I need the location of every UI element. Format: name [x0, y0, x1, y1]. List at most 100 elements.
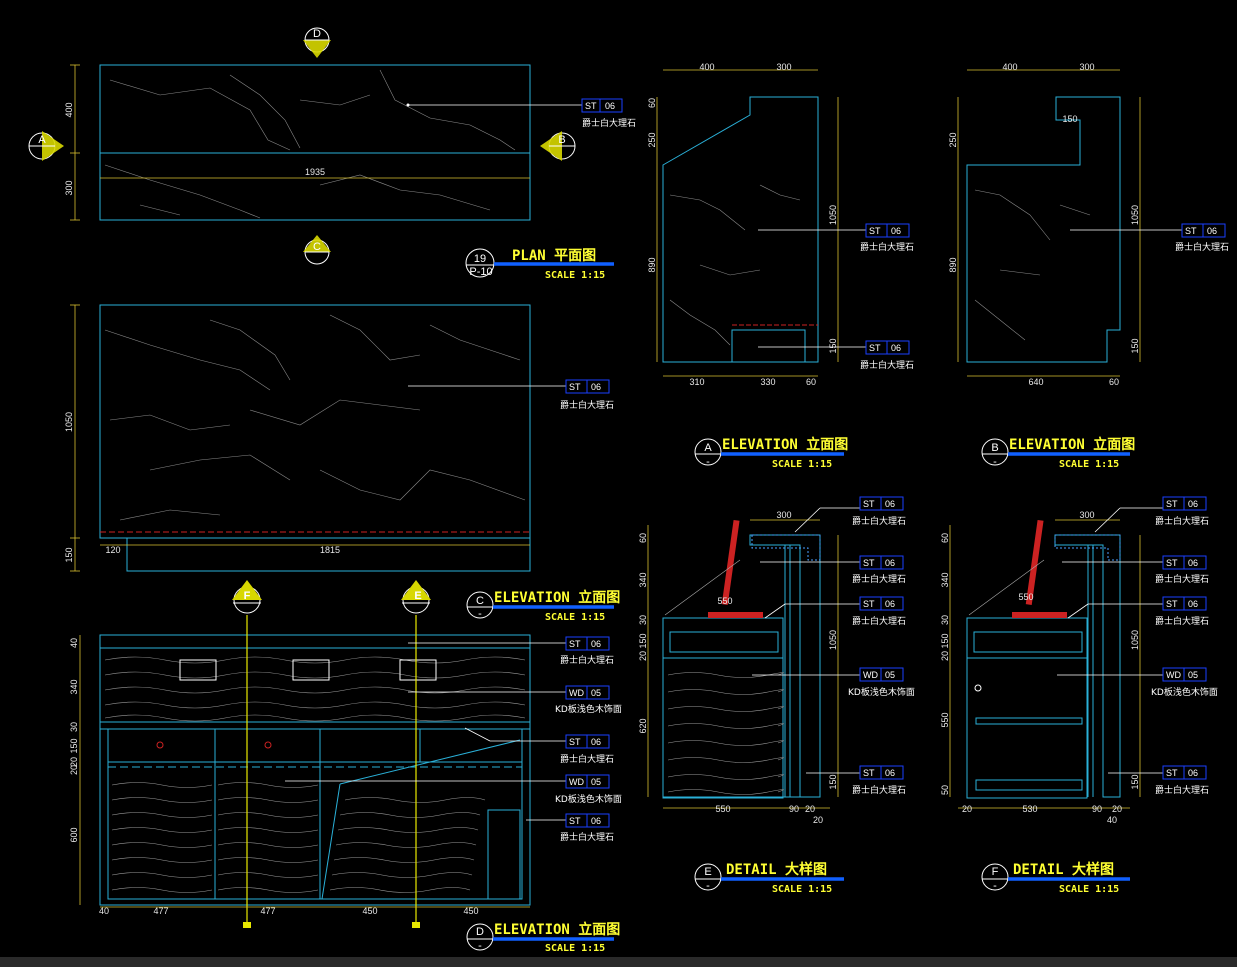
bottom-status-strip [0, 957, 1237, 967]
dim-d-10: 477 [260, 906, 275, 916]
tag-number: 06 [591, 737, 601, 747]
dim-f-7: 150 [940, 633, 950, 648]
tag-number: 05 [591, 688, 601, 698]
dim-e-9: 620 [638, 718, 648, 733]
section-marker-b-right[interactable]: B [540, 131, 576, 161]
tag-code: ST [1166, 499, 1178, 509]
marker-label: E [414, 590, 421, 602]
section-marker-a-left[interactable]: A [28, 131, 64, 161]
dim-d-6: 20 [69, 765, 79, 775]
tag-code: ST [863, 768, 875, 778]
section-marker-c-bottom[interactable]: C [303, 235, 331, 265]
dim-b-6: 890 [948, 257, 958, 272]
dim-f-5: 340 [940, 572, 950, 587]
title-text: ELEVATION 立面图 [494, 921, 620, 938]
dim-b-5: 1050 [1130, 205, 1140, 225]
tag-code: WD [863, 670, 878, 680]
material-callout: 爵士白大理石 [1175, 241, 1229, 253]
tag-number: 06 [891, 343, 901, 353]
tag-code: ST [569, 737, 581, 747]
tag-number: 05 [1188, 670, 1198, 680]
marker-label: A [38, 134, 46, 146]
detail-e-view: 300 550 1050 60 340 30 150 20 620 150 55… [638, 496, 915, 825]
material-callout: 爵士白大理石 [860, 241, 914, 253]
dim-c-length: 1815 [320, 545, 340, 555]
title-sheet: - [993, 456, 997, 468]
material-callout: 爵士白大理石 [560, 399, 614, 411]
title-sheet: - [706, 880, 710, 892]
plan-view: 400 300 1935 ST 06 爵士白大理石 [64, 64, 636, 221]
tag-code: ST [1185, 226, 1197, 236]
elevation-d-view: 40 340 30 150 20 20 600 40 477 477 450 4… [69, 615, 622, 928]
title-block-d: D - ELEVATION 立面图 SCALE 1:15 [466, 921, 620, 954]
tag-number: 05 [885, 670, 895, 680]
dim-b-2: 300 [1079, 62, 1094, 72]
title-block-e: E - DETAIL 大样图 SCALE 1:15 [694, 861, 844, 895]
title-block-f: F - DETAIL 大样图 SCALE 1:15 [981, 861, 1130, 895]
dim-f-14: 90 [1092, 804, 1102, 814]
material-callout: 爵士白大理石 [1155, 515, 1209, 527]
title-scale: SCALE 1:15 [1059, 884, 1119, 895]
material-callout: 爵士白大理石 [1155, 615, 1209, 627]
material-callout: KD板浅色木饰面 [848, 686, 915, 698]
dim-plan-depth-top: 400 [64, 102, 74, 117]
title-sheet: P-10 [469, 266, 492, 278]
dim-f-15: 20 [1112, 804, 1122, 814]
dim-a-2: 300 [776, 62, 791, 72]
tag-number: 06 [1207, 226, 1217, 236]
dim-e-4: 60 [638, 533, 648, 543]
tag-number: 06 [1188, 499, 1198, 509]
tag-number: 06 [891, 226, 901, 236]
title-mark: C [476, 595, 484, 607]
title-sheet: - [993, 880, 997, 892]
title-mark: D [476, 926, 484, 938]
material-callout: 爵士白大理石 [852, 615, 906, 627]
detail-f-view: 300 550 1050 60 340 30 150 20 550 150 50… [940, 496, 1218, 825]
tag-number: 06 [885, 558, 895, 568]
material-callout: 爵士白大理石 [1155, 784, 1209, 796]
material-callout: 爵士白大理石 [560, 831, 614, 843]
dim-d-11: 450 [362, 906, 377, 916]
tag-code: ST [863, 599, 875, 609]
dim-a-9: 330 [760, 377, 775, 387]
dim-a-4: 250 [647, 132, 657, 147]
title-sheet: - [478, 940, 482, 952]
title-mark: A [704, 442, 712, 454]
marker-label: B [558, 134, 565, 146]
dim-e-6: 30 [638, 615, 648, 625]
dim-b-3: 150 [1062, 114, 1077, 124]
dim-f-8: 20 [940, 651, 950, 661]
dim-d-9: 477 [153, 906, 168, 916]
title-block-plan: 19 P-10 PLAN 平面图 SCALE 1:15 [465, 248, 614, 281]
dim-f-9: 550 [940, 712, 950, 727]
title-block-b: B - ELEVATION 立面图 SCALE 1:15 [981, 436, 1135, 470]
dim-d-5: 20 [69, 757, 79, 767]
title-scale: SCALE 1:15 [772, 884, 832, 895]
material-callout: 爵士白大理石 [582, 117, 636, 129]
material-callout: KD板浅色木饰面 [1151, 686, 1218, 698]
dim-e-14: 20 [813, 815, 823, 825]
dim-c-height: 1050 [64, 412, 74, 432]
section-marker-f[interactable]: F [232, 580, 262, 614]
dim-a-1: 400 [699, 62, 714, 72]
tag-number: 06 [591, 816, 601, 826]
dim-d-7: 600 [69, 827, 79, 842]
material-callout: 爵士白大理石 [560, 654, 614, 666]
dim-b-4: 250 [948, 132, 958, 147]
dim-e-7: 150 [638, 633, 648, 648]
title-scale: SCALE 1:15 [545, 943, 605, 954]
tag-number: 06 [1188, 558, 1198, 568]
title-block-a: A - ELEVATION 立面图 SCALE 1:15 [694, 436, 848, 470]
dim-d-12: 450 [463, 906, 478, 916]
title-scale: SCALE 1:15 [545, 612, 605, 623]
section-marker-d-top[interactable]: D [303, 27, 331, 58]
section-marker-e[interactable]: E [401, 580, 431, 614]
tag-code: ST [1166, 558, 1178, 568]
dim-f-13: 530 [1022, 804, 1037, 814]
marker-label: C [313, 241, 321, 253]
material-callout: 爵士白大理石 [852, 515, 906, 527]
tag-number: 06 [885, 499, 895, 509]
tag-number: 06 [591, 382, 601, 392]
dim-b-8: 640 [1028, 377, 1043, 387]
